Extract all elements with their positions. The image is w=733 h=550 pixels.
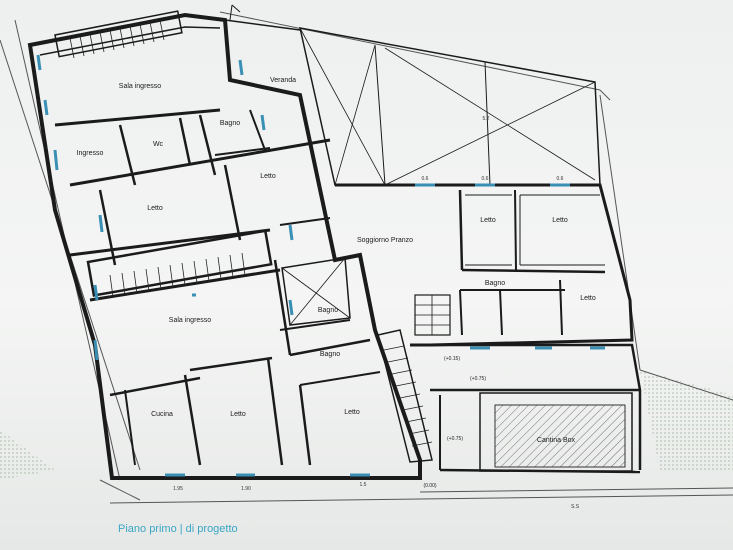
label-letto-bottom-2: Letto bbox=[344, 409, 360, 416]
label-cantina-box: Cantina Box bbox=[537, 437, 576, 444]
veranda-roof bbox=[224, 4, 601, 326]
label-letto-top-mid: Letto bbox=[147, 205, 163, 212]
level-mark-2: (+0.75) bbox=[470, 376, 486, 382]
window-dim-8: S.S bbox=[571, 504, 580, 510]
plan-caption: Piano primo | di progetto bbox=[118, 523, 238, 535]
stair-treads bbox=[69, 19, 433, 447]
label-letto-right-1: Letto bbox=[480, 217, 496, 224]
window-dim-5: 0.6 bbox=[482, 176, 489, 182]
level-mark-4: (0.00) bbox=[423, 483, 436, 489]
garden-right bbox=[640, 370, 733, 470]
label-letto-far-right: Letto bbox=[580, 295, 596, 302]
label-soggiorno-pranzo: Soggiorno Pranzo bbox=[357, 237, 413, 244]
window-dim-4: 0.6 bbox=[422, 176, 429, 182]
cantina-hatch bbox=[494, 404, 626, 468]
building-walls bbox=[27, 10, 433, 480]
label-letto-right-2: Letto bbox=[552, 217, 568, 224]
window-marks bbox=[36, 54, 605, 477]
window-dim-7: 5.2 bbox=[483, 116, 490, 122]
label-sala-ingresso-top: Sala ingresso bbox=[119, 83, 162, 90]
garden-left bbox=[0, 430, 55, 480]
label-ingresso-top: Ingresso bbox=[77, 150, 104, 157]
window-dim-1: 1.95 bbox=[173, 486, 183, 492]
label-wc-top: Wc bbox=[153, 141, 164, 148]
label-letto-top-right: Letto bbox=[260, 173, 276, 180]
label-bagno-bottom: Bagno bbox=[320, 351, 340, 358]
label-veranda: Veranda bbox=[270, 77, 296, 84]
level-mark-3: (+0.75) bbox=[447, 436, 463, 442]
label-letto-bottom-1: Letto bbox=[230, 411, 246, 418]
window-dim-3: 1.5 bbox=[360, 482, 367, 488]
label-bagno-top: Bagno bbox=[220, 120, 240, 127]
label-sala-ingresso-bottom: Sala ingresso bbox=[169, 317, 212, 324]
level-mark-1: (+0.15) bbox=[444, 356, 460, 362]
label-cucina: Cucina bbox=[151, 411, 173, 418]
label-bagno-right: Bagno bbox=[485, 280, 505, 287]
window-dim-2: 1.90 bbox=[241, 486, 251, 492]
window-dim-6: 0.6 bbox=[557, 176, 564, 182]
label-bagno-mid: Bagno bbox=[318, 307, 338, 314]
